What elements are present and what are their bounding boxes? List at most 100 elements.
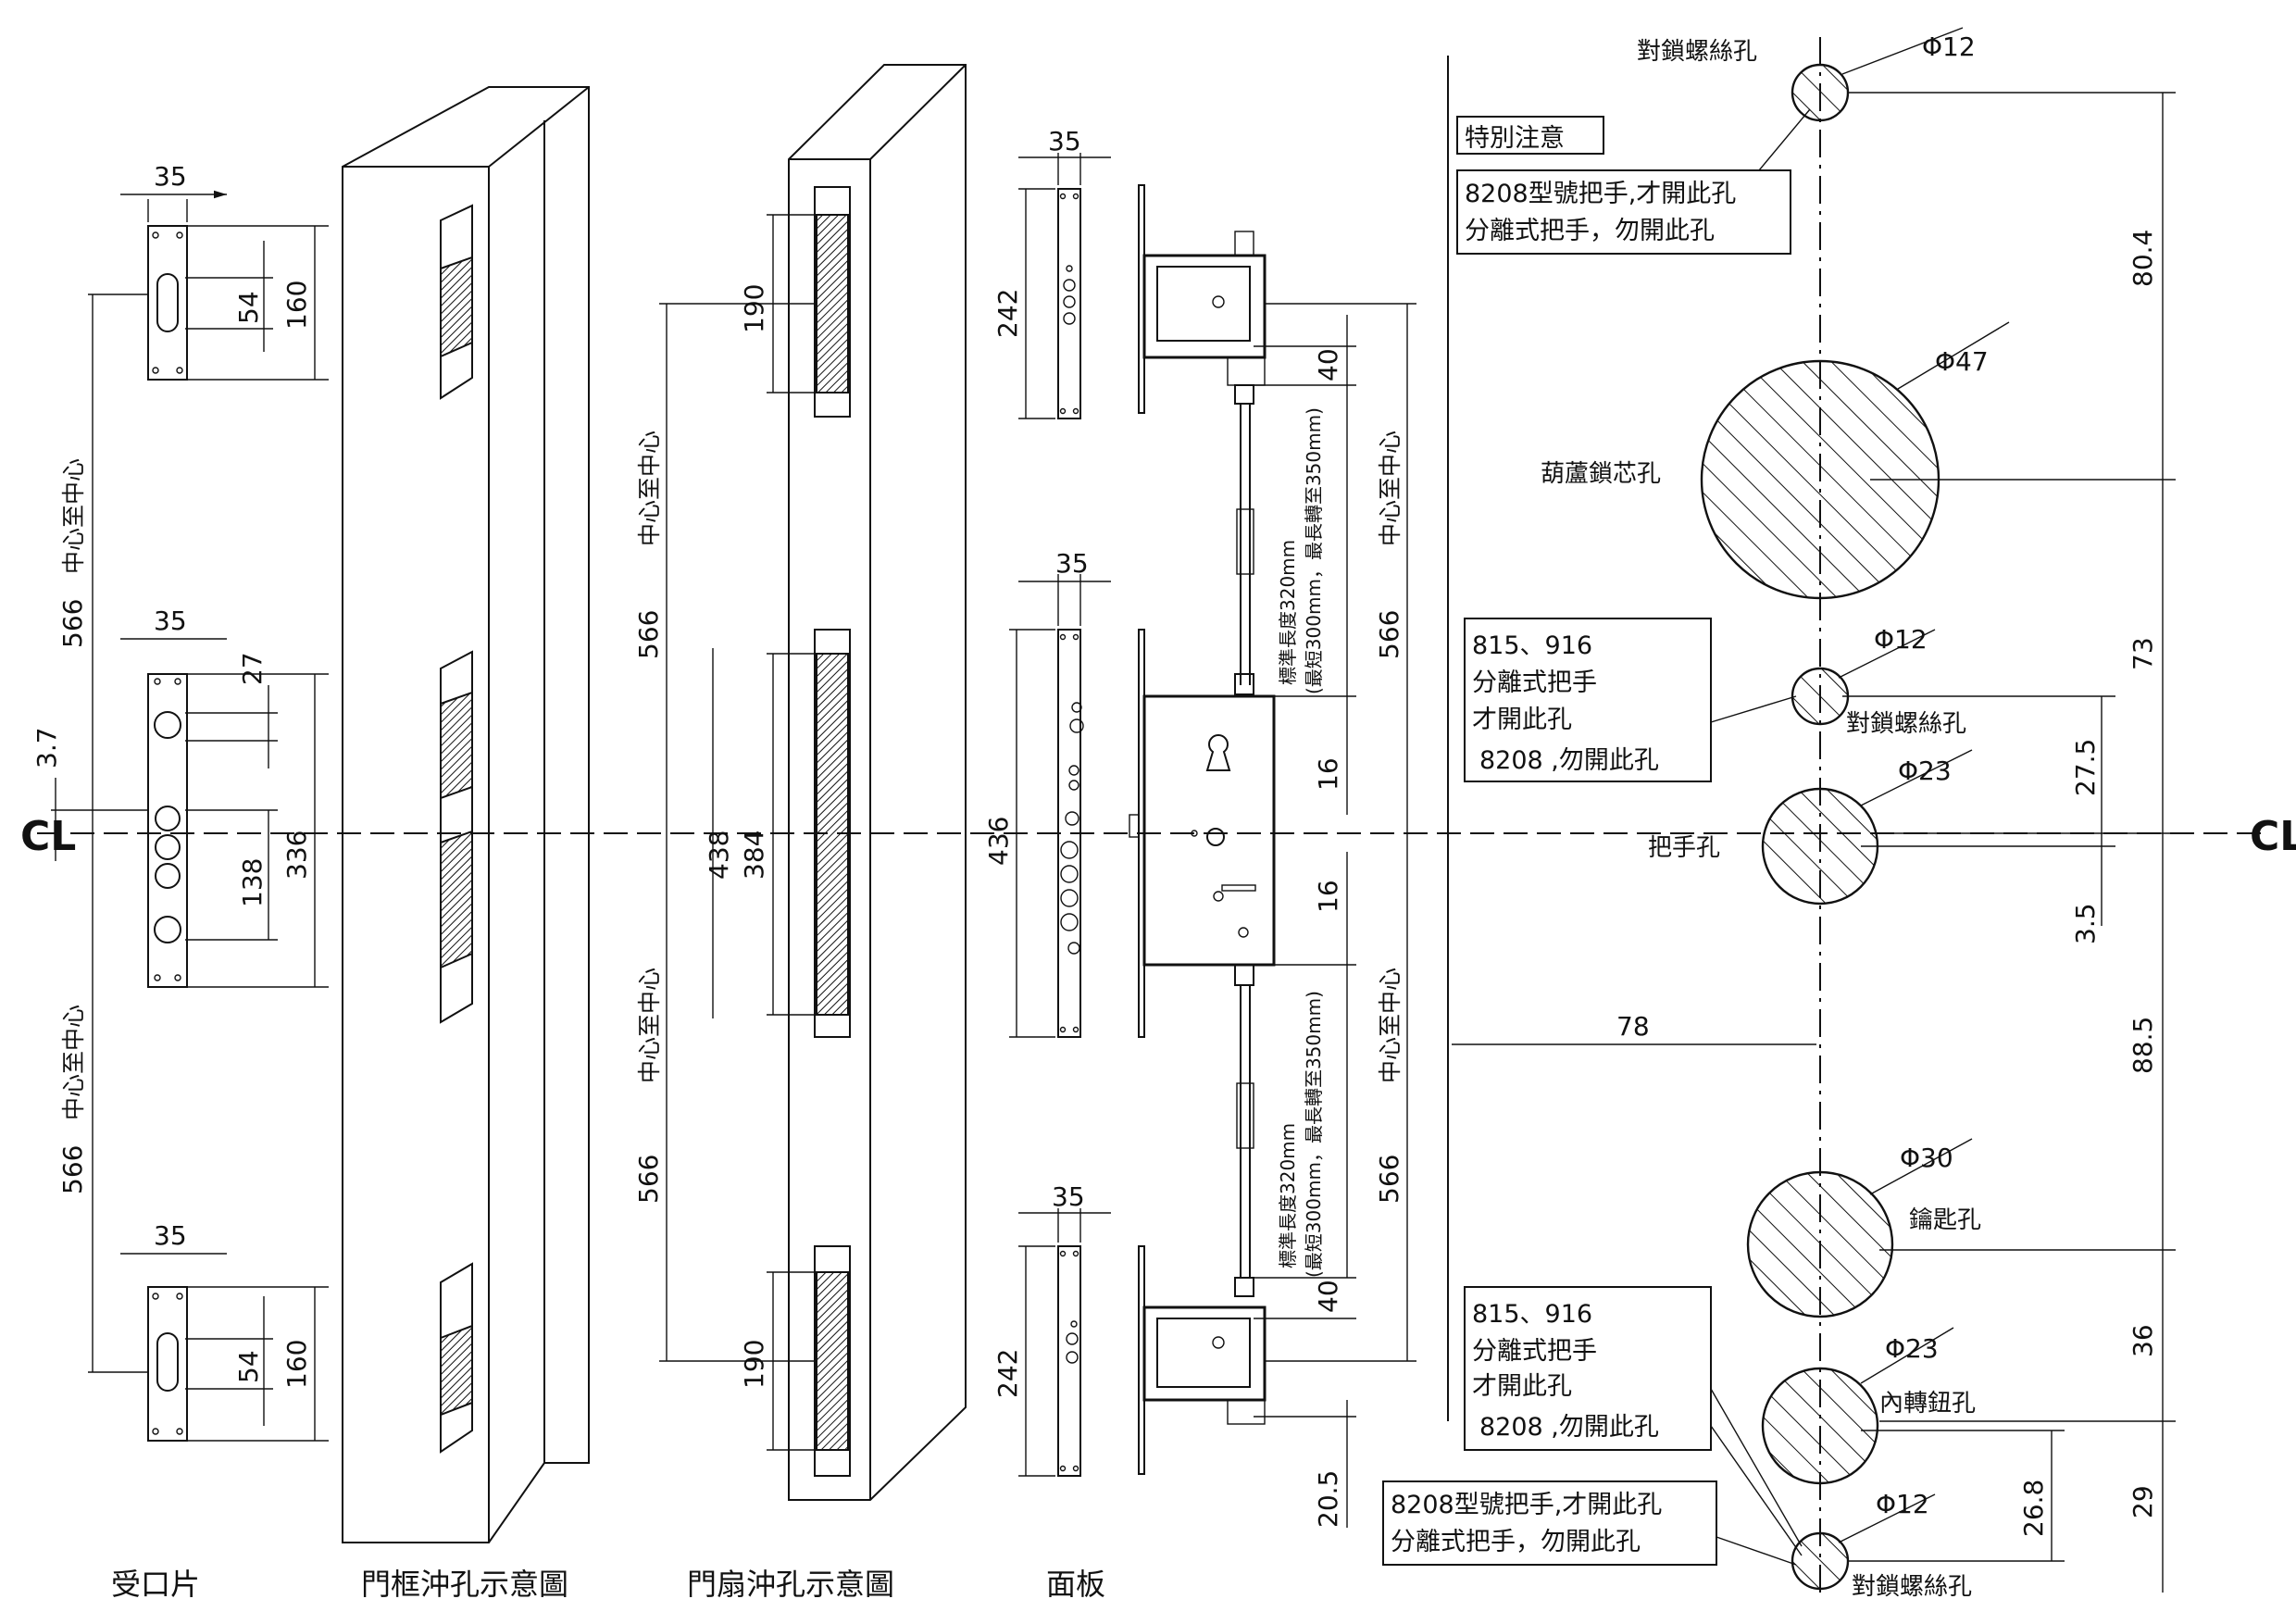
dim-40-top: 40: [1313, 348, 1343, 381]
special-note-title: 特別注意: [1465, 124, 1565, 153]
special-note-title-box: [1456, 116, 1604, 155]
dim-566-left-bottom: 566: [57, 1145, 88, 1194]
strike-plate-top: [147, 225, 188, 381]
dim-phi23-thumb: Φ23: [1885, 1333, 1939, 1364]
mid-note-line2: 分離式把手: [1472, 668, 1597, 697]
dim-160-top: 160: [281, 281, 312, 330]
dim-138: 138: [237, 858, 268, 907]
rod-std-bottom: 標準長度320mm: [1277, 1123, 1299, 1268]
label-screw-top: 對鎖螺絲孔: [1637, 38, 1757, 66]
dim-242-top: 242: [992, 289, 1023, 338]
dim-438: 438: [704, 831, 734, 880]
bottom-note-box: [1382, 1480, 1717, 1566]
dim-190-top: 190: [739, 284, 769, 333]
center-line-symbol-right: CL: [2250, 813, 2296, 860]
dim-566-lock-top: 566: [1374, 610, 1404, 659]
dim-phi23-handle: Φ23: [1898, 756, 1952, 786]
label-handle: 把手孔: [1648, 834, 1720, 862]
rod-range-top: (最短300mm，最長轉至350mm): [1303, 407, 1325, 694]
lock-assembly: 566 中心至中心 566 中心至中心 40 標準長度320mm (最短300m…: [1129, 184, 1416, 1528]
caption-leaf: 門扇沖孔示意圖: [687, 1567, 894, 1602]
caption-faceplate: 面板: [1046, 1567, 1105, 1602]
dim-336: 336: [281, 831, 312, 880]
hole-layout: 特別注意 8208型號把手,才開此孔 分離式把手，勿開此孔 對鎖螺絲孔 Φ12 …: [1382, 27, 2176, 1601]
label-c2c-leaf-top: 中心至中心: [636, 431, 663, 546]
dim-384: 384: [739, 831, 769, 880]
mid-note-line4: 8208 ,勿開此孔: [1479, 746, 1659, 775]
dim-35-face-top: 35: [1048, 126, 1081, 156]
dim-436: 436: [983, 817, 1014, 866]
strike-plate-middle: [147, 673, 188, 988]
caption-strike: 受口片: [111, 1567, 200, 1602]
dim-40-bottom: 40: [1313, 1280, 1343, 1313]
label-c2c-leaf-bottom: 中心至中心: [636, 968, 663, 1083]
strike-slot-bottom: [156, 1332, 179, 1392]
dim-phi47: Φ47: [1935, 346, 1989, 377]
strike-plates: 35 160 54 35 336 27 138 35: [31, 161, 329, 1442]
dim-566-lock-bottom: 566: [1374, 1155, 1404, 1204]
strike-slot-top: [156, 273, 179, 332]
dim-phi12-bottom: Φ12: [1876, 1489, 1929, 1519]
key-hole: [1746, 1170, 1894, 1318]
dim-35-face-bottom: 35: [1052, 1181, 1085, 1212]
rod-std-top: 標準長度320mm: [1277, 540, 1299, 685]
dim-160-bottom: 160: [281, 1340, 312, 1389]
handle-hole: [1761, 787, 1879, 906]
dim-phi12-top: Φ12: [1922, 31, 1976, 62]
strike-plate-bottom: [147, 1286, 188, 1442]
special-note-box: [1456, 169, 1791, 255]
dim-16-bottom: 16: [1313, 880, 1343, 913]
top-screw-hole: [1791, 63, 1850, 122]
thumb-turn-hole: [1761, 1367, 1879, 1485]
low-note-line1: 815、916: [1472, 1300, 1592, 1329]
dim-35-face-middle: 35: [1055, 548, 1089, 579]
dim-27: 27: [237, 652, 268, 685]
dim-88-5: 88.5: [2128, 1017, 2158, 1074]
dim-35-middle: 35: [154, 606, 187, 636]
dim-3-7: 3.7: [31, 727, 62, 768]
label-screw-mid: 對鎖螺絲孔: [1846, 710, 1966, 738]
dim-73: 73: [2128, 637, 2158, 670]
mid-note-line1: 815、916: [1472, 631, 1592, 660]
caption-frame: 門框沖孔示意圖: [361, 1567, 568, 1602]
bottom-note-line1: 8208型號把手,才開此孔: [1391, 1491, 1662, 1519]
label-c2c-lock-top: 中心至中心: [1377, 431, 1404, 546]
low-note-line2: 分離式把手: [1472, 1337, 1597, 1366]
faceplates: 35 242 35 436 35 242 面板: [983, 126, 1111, 1602]
dim-35-top: 35: [154, 161, 187, 192]
dim-29: 29: [2128, 1485, 2158, 1518]
dim-78: 78: [1616, 1011, 1650, 1042]
dim-54-bottom: 54: [233, 1350, 264, 1383]
dim-3-5: 3.5: [2070, 903, 2101, 944]
label-c2c-lock-bottom: 中心至中心: [1377, 968, 1404, 1083]
label-cylinder: 葫蘆鎖芯孔: [1541, 460, 1661, 488]
label-thumb: 內轉鈕孔: [1879, 1390, 1976, 1418]
door-leaf-diagram: 190 384 190 566 中心至中心 566 中心至中心 438 門扇沖孔…: [633, 64, 967, 1602]
low-note-line4: 8208 ,勿開此孔: [1479, 1413, 1659, 1442]
dim-566-left-top: 566: [57, 599, 88, 648]
center-line-symbol-left: CL: [20, 813, 76, 860]
label-key: 鑰匙孔: [1909, 1206, 1981, 1234]
dim-20-5: 20.5: [1313, 1470, 1343, 1528]
door-frame-diagram: 門框沖孔示意圖: [342, 86, 590, 1602]
dim-80-4: 80.4: [2128, 230, 2158, 287]
dim-566-leaf-top: 566: [633, 610, 664, 659]
low-note-line3: 才開此孔: [1472, 1372, 1572, 1401]
label-c2c-left-bottom: 中心至中心: [60, 1005, 87, 1120]
dim-phi12-mid: Φ12: [1874, 624, 1928, 655]
dim-566-leaf-bottom: 566: [633, 1155, 664, 1204]
mid-note-line3: 才開此孔: [1472, 706, 1572, 734]
rod-range-bottom: (最短300mm，最長轉至350mm): [1303, 991, 1325, 1278]
dim-16-top: 16: [1313, 757, 1343, 791]
dim-26-8: 26.8: [2018, 1480, 2049, 1537]
special-note-line2: 分離式把手，勿開此孔: [1465, 217, 1715, 245]
dim-27-5: 27.5: [2070, 739, 2101, 796]
mid-note-box: [1464, 618, 1712, 782]
dim-35-bottom: 35: [154, 1220, 187, 1251]
label-c2c-left-top: 中心至中心: [60, 458, 87, 574]
bottom-note-line2: 分離式把手，勿開此孔: [1391, 1528, 1641, 1556]
low-note-box: [1464, 1286, 1712, 1451]
dim-190-bottom: 190: [739, 1340, 769, 1389]
dim-phi30: Φ30: [1900, 1143, 1953, 1173]
